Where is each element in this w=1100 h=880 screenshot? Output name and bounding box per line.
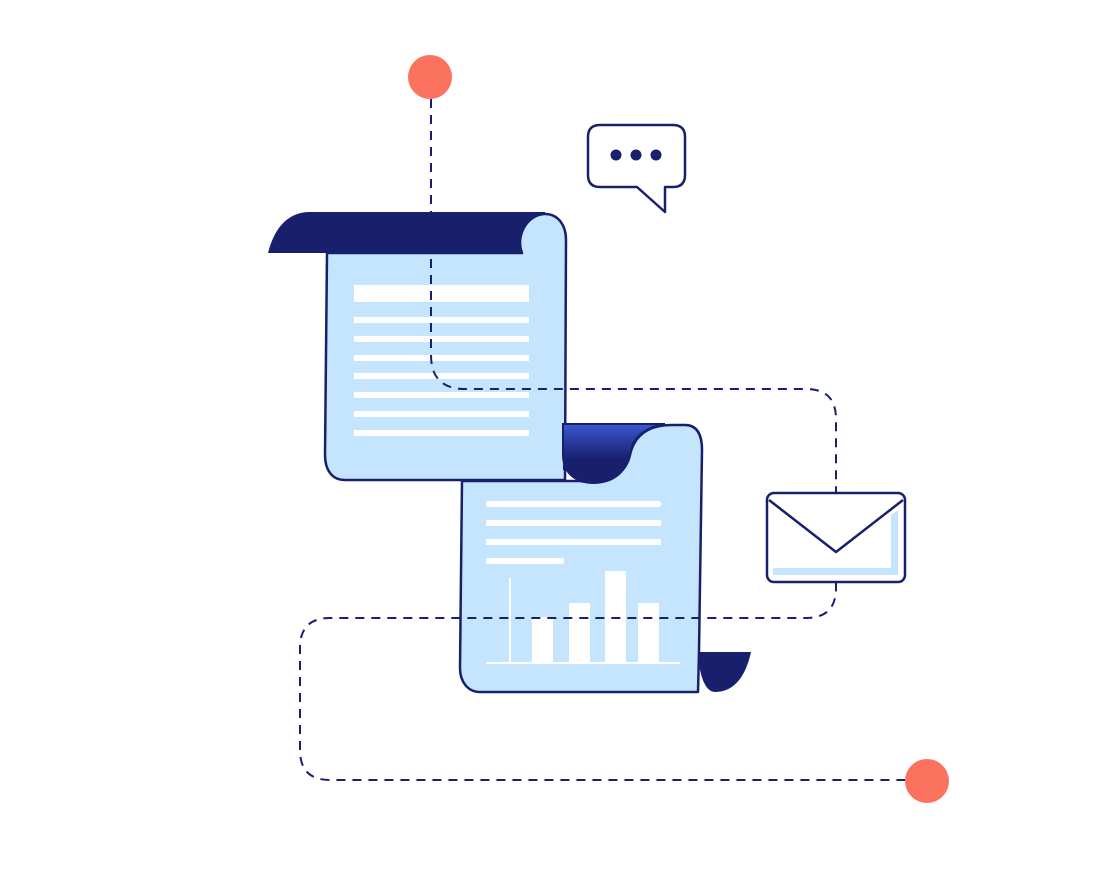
text-line (354, 336, 529, 342)
endpoint-dot-icon (905, 759, 949, 803)
text-line (354, 373, 529, 379)
envelope-icon (765, 491, 907, 584)
text-line (354, 355, 529, 361)
text-line (354, 430, 529, 436)
text-line (354, 392, 529, 398)
chat-bubble-icon (586, 123, 687, 214)
chart-bar (532, 617, 553, 663)
text-line (354, 317, 529, 323)
chart-bar (638, 603, 659, 663)
dashed-connector-lines (299, 99, 905, 781)
endpoint-dot-icon (408, 55, 452, 99)
document-scroll-icon (268, 212, 568, 482)
text-line (354, 411, 529, 417)
report-scroll-icon (458, 423, 751, 694)
chart-bar (569, 603, 590, 663)
